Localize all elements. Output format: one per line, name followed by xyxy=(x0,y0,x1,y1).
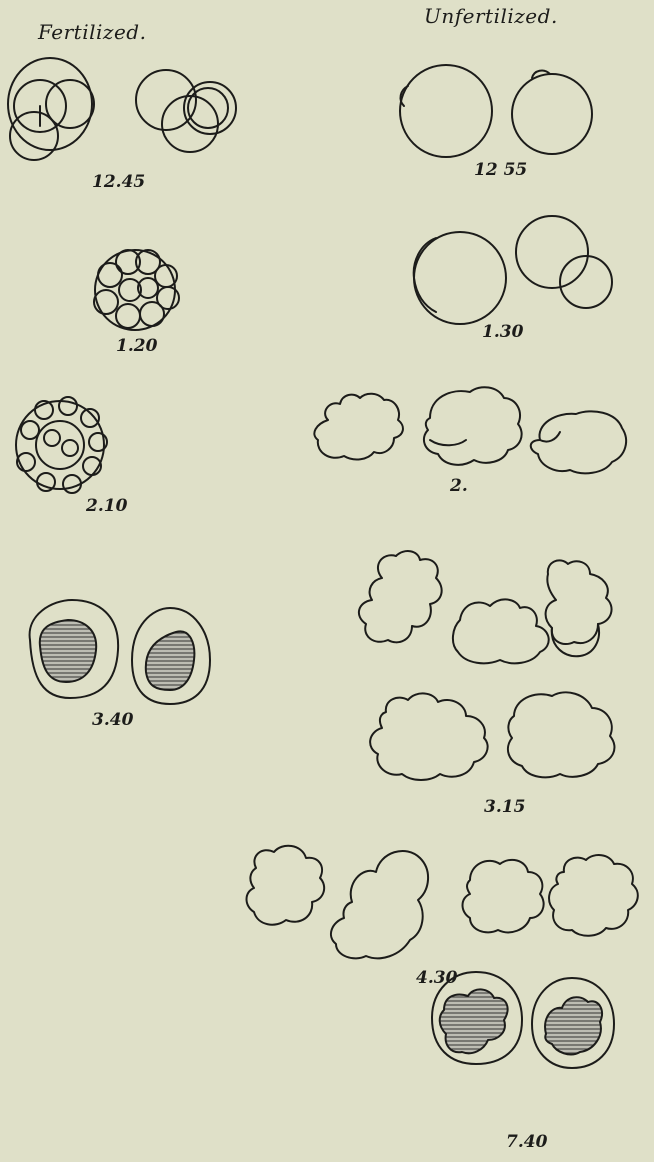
unfertilized-egg-1-30-left xyxy=(414,232,506,324)
heading-unfertilized: Unfertilized. xyxy=(424,4,558,28)
unfertilized-egg-4-30-third xyxy=(463,860,544,933)
fertilized-egg-2-10-blastula xyxy=(16,397,107,493)
time-label-unfertilized-1: 12 55 xyxy=(474,160,527,180)
time-label-fertilized-4: 3.40 xyxy=(92,710,133,730)
time-label-fertilized-3: 2.10 xyxy=(86,496,127,516)
unfertilized-egg-3-15-bottom-left xyxy=(370,693,488,780)
unfertilized-egg-7-40-right xyxy=(532,978,614,1068)
unfertilized-egg-2-middle xyxy=(424,387,522,465)
fertilized-egg-3-40-left xyxy=(30,600,119,698)
unfertilized-egg-4-30-first xyxy=(247,846,325,925)
time-label-unfertilized-4: 3.15 xyxy=(484,797,525,817)
unfertilized-egg-12-55-left xyxy=(400,65,492,157)
unfertilized-egg-3-15-top-middle xyxy=(453,599,549,663)
fertilized-egg-12-45-four-cell xyxy=(8,58,94,160)
time-label-fertilized-2: 1.20 xyxy=(116,336,157,356)
unfertilized-egg-3-15-top-right xyxy=(546,560,612,656)
time-label-unfertilized-3: 2. xyxy=(450,476,468,496)
unfertilized-egg-1-30-right xyxy=(516,216,612,308)
unfertilized-egg-2-right xyxy=(531,411,626,473)
unfertilized-egg-4-30-fourth xyxy=(549,855,638,936)
unfertilized-egg-4-30-second xyxy=(331,851,428,958)
heading-fertilized: Fertilized. xyxy=(38,20,146,44)
unfertilized-egg-3-15-top-left xyxy=(359,551,442,642)
time-label-fertilized-1: 12.45 xyxy=(92,172,145,192)
time-label-unfertilized-2: 1.30 xyxy=(482,322,523,342)
unfertilized-egg-2-left xyxy=(314,394,403,460)
fertilized-egg-3-40-right xyxy=(132,608,210,704)
fertilized-egg-1-20-morula xyxy=(94,250,179,330)
time-label-unfertilized-6: 7.40 xyxy=(506,1132,547,1152)
unfertilized-egg-3-15-bottom-right xyxy=(508,692,615,777)
time-label-unfertilized-5: 4.30 xyxy=(416,968,457,988)
unfertilized-egg-12-55-right xyxy=(512,71,592,154)
fertilized-egg-12-45-two-lobes xyxy=(136,70,236,152)
